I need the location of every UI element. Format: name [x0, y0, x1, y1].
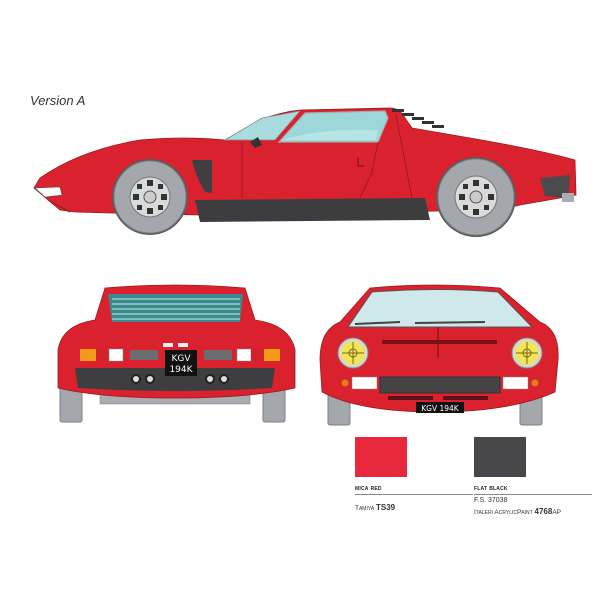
swatch-flat-black: Flat Black F.S. 37038 Italeri AcrylicPai… — [474, 437, 594, 516]
car-side-view — [33, 107, 577, 237]
car-rear-view: KGV 194K — [57, 284, 296, 423]
rear-plate-line1: KGV — [171, 354, 191, 364]
front-wheel — [112, 159, 188, 235]
swatch-name: Flat Black — [474, 485, 592, 495]
swatch-name: Mica Red — [355, 485, 473, 495]
swatch-fs-code: F.S. 37038 — [474, 497, 508, 504]
rear-plate-line2: 194K — [169, 365, 193, 375]
version-label: Version A — [30, 93, 86, 108]
rear-wheel — [436, 157, 516, 237]
swatch-mica-red: Mica Red Tamiya TS39 — [355, 437, 475, 512]
swatch-ref: Italeri AcrylicPaint 4768AP — [474, 507, 561, 516]
swatch-color-mica-red — [355, 437, 407, 477]
front-plate: KGV 194K — [421, 404, 460, 413]
swatch-ref: Tamiya TS39 — [355, 503, 396, 512]
car-front-view: KGV 194K — [319, 284, 559, 426]
swatch-color-flat-black — [474, 437, 526, 477]
